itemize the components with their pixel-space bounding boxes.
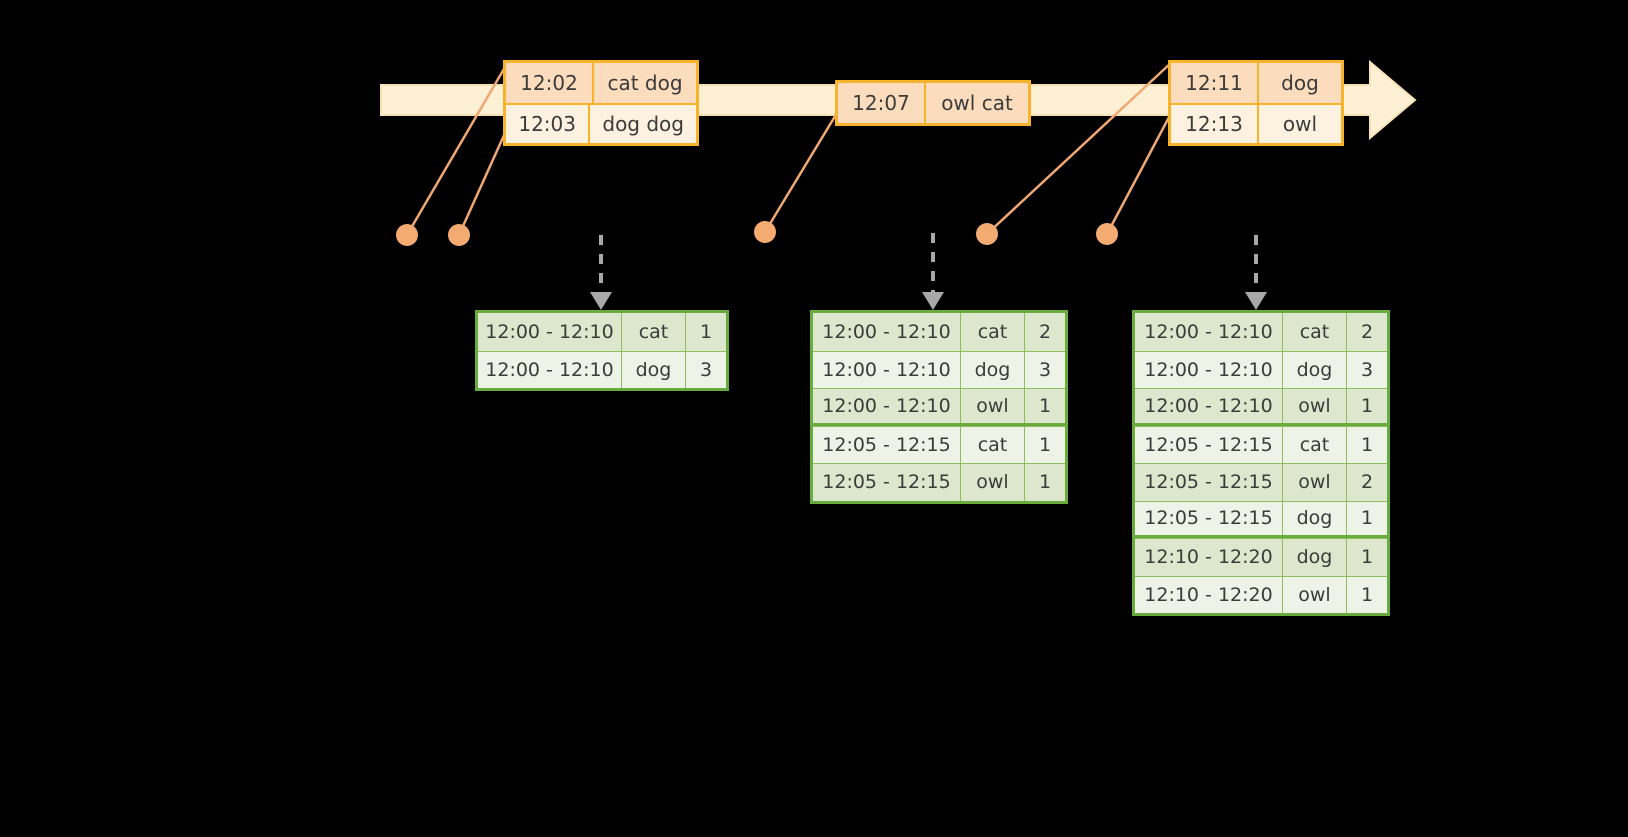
- event-words: cat dog: [607, 71, 683, 95]
- window-cell: 12:05 - 12:15: [813, 464, 961, 501]
- count-cell: 1: [1360, 394, 1374, 417]
- event-words: owl: [1282, 112, 1318, 136]
- word-cell: owl: [961, 464, 1025, 501]
- count-cell: 2: [1360, 320, 1374, 343]
- word-cell: dog: [622, 351, 686, 388]
- count-cell: 2: [1038, 320, 1052, 343]
- count-cell: 3: [1038, 358, 1052, 381]
- window-cell: 12:00 - 12:10: [813, 351, 961, 388]
- timeline-event-box: 12:02 cat dog 12:03 dog dog: [503, 60, 699, 146]
- window-cell: 12:00 - 12:10: [813, 389, 961, 423]
- timeline-event-box: 12:07 owl cat: [835, 80, 1031, 126]
- timeline-event-row: 12:11 dog: [1171, 63, 1341, 103]
- event-timestamp: 12:07: [838, 83, 926, 123]
- window-cell: 12:00 - 12:10: [478, 351, 622, 388]
- count-cell: 1: [1360, 583, 1374, 606]
- count-cell: 3: [699, 358, 713, 381]
- flow-arrows: [590, 233, 1267, 310]
- timeline-event-row: 12:03 dog dog: [506, 103, 696, 143]
- word-cell: dog: [961, 351, 1025, 388]
- count-cell: 1: [1038, 433, 1052, 456]
- word-cell: cat: [961, 426, 1025, 463]
- word-cell: cat: [961, 313, 1025, 351]
- event-timestamp: 12:03: [506, 105, 591, 143]
- word-cell: owl: [1283, 389, 1347, 423]
- event-words: owl cat: [941, 91, 1013, 115]
- count-cell: 3: [1360, 358, 1374, 381]
- connector-line: [763, 107, 842, 233]
- event-dot-icon: [754, 221, 776, 243]
- down-arrow-head-icon: [1245, 292, 1267, 310]
- event-timestamp: 12:13: [1171, 105, 1259, 143]
- count-cell: 1: [1360, 507, 1374, 530]
- word-cell: dog: [1283, 501, 1347, 535]
- word-cell: dog: [1283, 351, 1347, 388]
- window-cell: 12:00 - 12:10: [813, 313, 961, 351]
- event-dot-icon: [396, 224, 418, 246]
- connector-line: [1105, 103, 1178, 235]
- window-cell: 12:00 - 12:10: [1135, 351, 1283, 388]
- count-cell: 1: [699, 320, 713, 343]
- timeline-event-row: 12:13 owl: [1171, 103, 1341, 143]
- down-arrow-head-icon: [922, 292, 944, 310]
- event-timestamp: 12:02: [506, 63, 594, 103]
- count-cell: 1: [1360, 433, 1374, 456]
- timeline-event-row: 12:07 owl cat: [838, 83, 1028, 123]
- window-cell: 12:00 - 12:10: [1135, 389, 1283, 423]
- event-timestamp: 12:11: [1171, 63, 1259, 103]
- word-cell: cat: [1283, 313, 1347, 351]
- window-cell: 12:00 - 12:10: [478, 313, 622, 351]
- word-cell: owl: [961, 389, 1025, 423]
- window-cell: 12:05 - 12:15: [1135, 501, 1283, 535]
- count-cell: 2: [1360, 471, 1374, 494]
- event-dot-icon: [448, 224, 470, 246]
- down-arrow-head-icon: [590, 292, 612, 310]
- event-dot-icon: [976, 223, 998, 245]
- window-cell: 12:00 - 12:10: [1135, 313, 1283, 351]
- event-words: dog: [1281, 71, 1319, 95]
- event-words: dog dog: [602, 112, 684, 136]
- event-dots: [396, 221, 1118, 246]
- word-cell: owl: [1283, 576, 1347, 613]
- count-cell: 1: [1360, 546, 1374, 569]
- count-cell: 1: [1038, 471, 1052, 494]
- event-dot-icon: [1096, 223, 1118, 245]
- window-cell: 12:05 - 12:15: [1135, 464, 1283, 501]
- word-cell: dog: [1283, 539, 1347, 576]
- connector-line: [405, 61, 510, 236]
- window-cell: 12:05 - 12:15: [1135, 426, 1283, 463]
- timeline-event-row: 12:02 cat dog: [506, 63, 696, 103]
- window-cell: 12:05 - 12:15: [813, 426, 961, 463]
- window-cell: 12:10 - 12:20: [1135, 539, 1283, 576]
- word-cell: cat: [1283, 426, 1347, 463]
- window-cell: 12:10 - 12:20: [1135, 576, 1283, 613]
- word-cell: owl: [1283, 464, 1347, 501]
- word-cell: cat: [622, 313, 686, 351]
- timeline-event-box: 12:11 dog 12:13 owl: [1168, 60, 1344, 146]
- count-cell: 1: [1038, 394, 1052, 417]
